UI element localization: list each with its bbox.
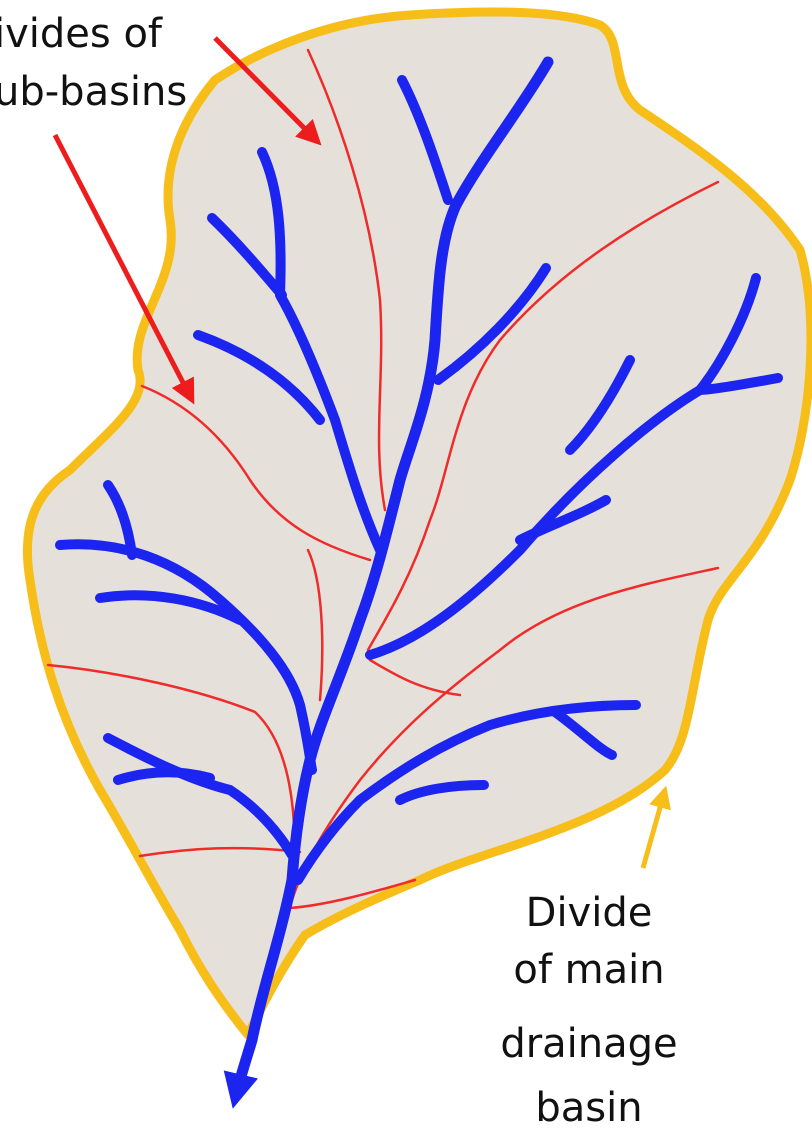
main-divide-label-line3: drainage xyxy=(484,1024,694,1064)
main-divide-label-line4: basin xyxy=(484,1088,694,1128)
subbasin-divides-label-line2: ub-basins xyxy=(0,72,187,112)
main-divide-label-line2: of main xyxy=(484,950,694,990)
subbasin-divides-label-line1: ivides of xyxy=(0,14,162,54)
main-divide-arrow xyxy=(643,790,665,868)
main-basin-divide xyxy=(27,12,811,1035)
main-divide-label-line1: Divide xyxy=(484,893,694,933)
